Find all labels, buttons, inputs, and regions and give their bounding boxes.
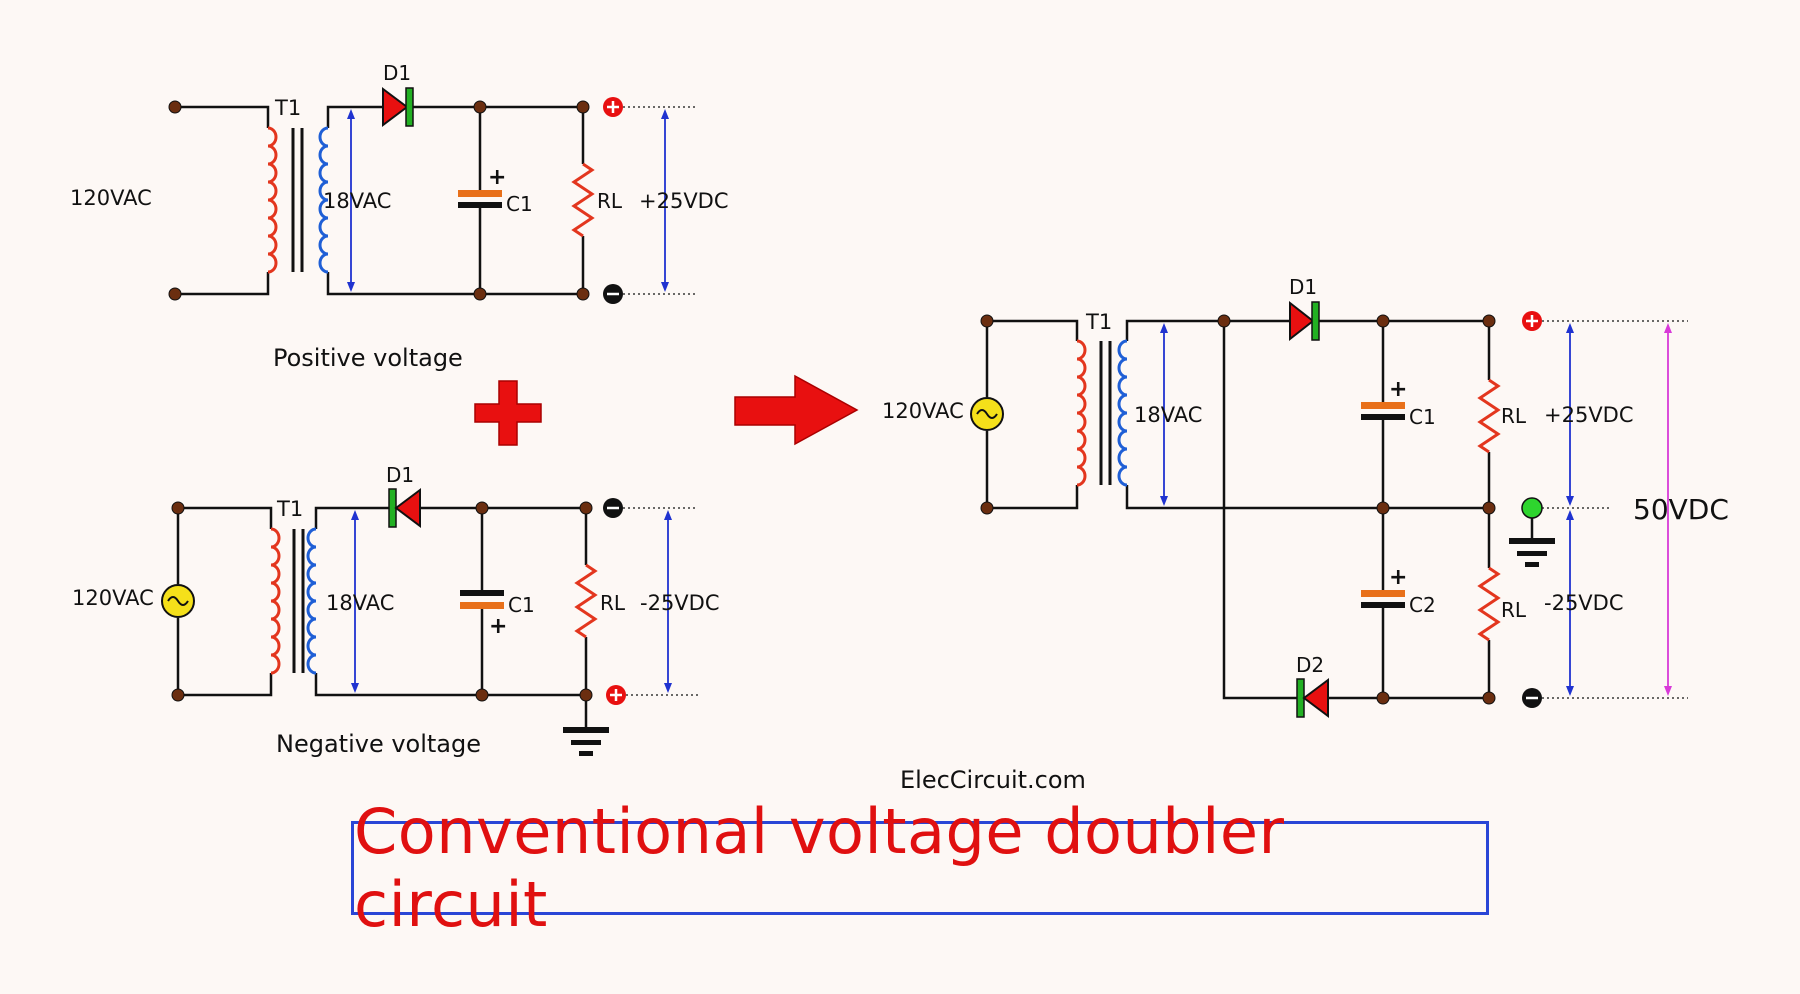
capacitor-label: C1	[508, 593, 535, 617]
capacitor-c1: +	[458, 165, 506, 208]
upper-output-label: +25VDC	[1544, 403, 1634, 427]
input-label: 120VAC	[70, 186, 152, 210]
secondary-coil	[318, 126, 329, 274]
svg-text:+: +	[489, 614, 507, 639]
resistor-rl	[574, 563, 598, 639]
total-output-label: 50VDC	[1633, 493, 1729, 526]
minus-terminal-icon	[603, 498, 623, 518]
doubler-dotted-leads	[1542, 320, 1688, 699]
ground-icon	[1509, 538, 1555, 567]
secondary-label: 18VAC	[326, 591, 394, 615]
plus-terminal-icon	[603, 97, 623, 117]
diode-d2	[1296, 678, 1329, 718]
negative-nodes	[171, 501, 593, 702]
caption: Negative voltage	[276, 730, 481, 758]
resistor-rl	[571, 162, 595, 238]
diode1-label: D1	[1289, 275, 1317, 299]
input-label: 120VAC	[882, 399, 964, 423]
resistor-rl-lower	[1477, 566, 1501, 642]
ac-source-icon	[161, 584, 195, 618]
positive-wires	[175, 105, 585, 296]
primary-coil	[267, 126, 278, 274]
diode-label: D1	[383, 61, 411, 85]
doubler-wires	[985, 319, 1534, 700]
secondary-label: 18VAC	[323, 189, 391, 213]
negative-dotted-leads	[623, 507, 698, 696]
lower-output-label: -25VDC	[1544, 591, 1624, 615]
primary-coil	[1076, 339, 1087, 487]
load-label: RL	[597, 189, 623, 213]
plus-terminal-icon	[1522, 311, 1542, 331]
minus-terminal-icon	[1522, 688, 1542, 708]
transformer-core	[291, 128, 304, 272]
secondary-label: 18VAC	[1134, 403, 1202, 427]
ground-icon	[563, 727, 609, 756]
negative-wires	[176, 506, 588, 727]
doubler-nodes	[980, 314, 1496, 705]
doubler-circuit: + +	[882, 275, 1729, 718]
diode-d1	[1289, 300, 1320, 342]
output-label: +25VDC	[639, 189, 729, 213]
transformer-core	[292, 529, 305, 673]
load1-label: RL	[1501, 404, 1527, 428]
svg-text:+: +	[488, 165, 506, 190]
plus-sign-icon	[474, 380, 542, 446]
capacitor-c2: +	[1361, 565, 1407, 608]
website-label: ElecCircuit.com	[900, 766, 1086, 794]
arrow-right-icon	[734, 374, 859, 446]
diode-d1	[388, 488, 421, 528]
resistor-rl-upper	[1477, 378, 1501, 454]
primary-coil	[270, 527, 281, 675]
capacitor-c1: +	[1361, 377, 1407, 420]
transformer-label: T1	[1085, 310, 1112, 334]
plus-terminal-icon	[606, 685, 626, 705]
transformer-core	[1099, 341, 1112, 485]
capacitor-c1: +	[460, 590, 507, 639]
capacitor2-label: C2	[1409, 593, 1436, 617]
diode2-label: D2	[1296, 653, 1324, 677]
positive-circuit: + 120VAC T1 18VAC D1 C1 RL +25VDC Positi…	[70, 61, 729, 372]
diode-label: D1	[386, 463, 414, 487]
negative-circuit: + 120VAC T1 18VAC D1 C1 RL	[72, 463, 720, 758]
secondary-coil	[1117, 339, 1128, 487]
secondary-coil	[306, 527, 317, 675]
minus-terminal-icon	[603, 284, 623, 304]
load2-label: RL	[1501, 598, 1527, 622]
title-box: Conventional voltage doubler circuit	[351, 795, 1489, 941]
svg-text:+: +	[1389, 565, 1407, 590]
diode-d1	[382, 87, 414, 127]
capacitor1-label: C1	[1409, 405, 1436, 429]
output-label: -25VDC	[640, 591, 720, 615]
transformer-label: T1	[274, 96, 301, 120]
positive-nodes	[168, 100, 590, 301]
ac-source-icon	[970, 397, 1004, 431]
svg-text:+: +	[1389, 377, 1407, 402]
input-label: 120VAC	[72, 586, 154, 610]
load-label: RL	[600, 591, 626, 615]
ground-node-icon	[1521, 497, 1543, 519]
caption: Positive voltage	[273, 344, 463, 372]
capacitor-label: C1	[506, 192, 533, 216]
page-title: Conventional voltage doubler circuit	[354, 795, 1285, 941]
transformer-label: T1	[276, 497, 303, 521]
